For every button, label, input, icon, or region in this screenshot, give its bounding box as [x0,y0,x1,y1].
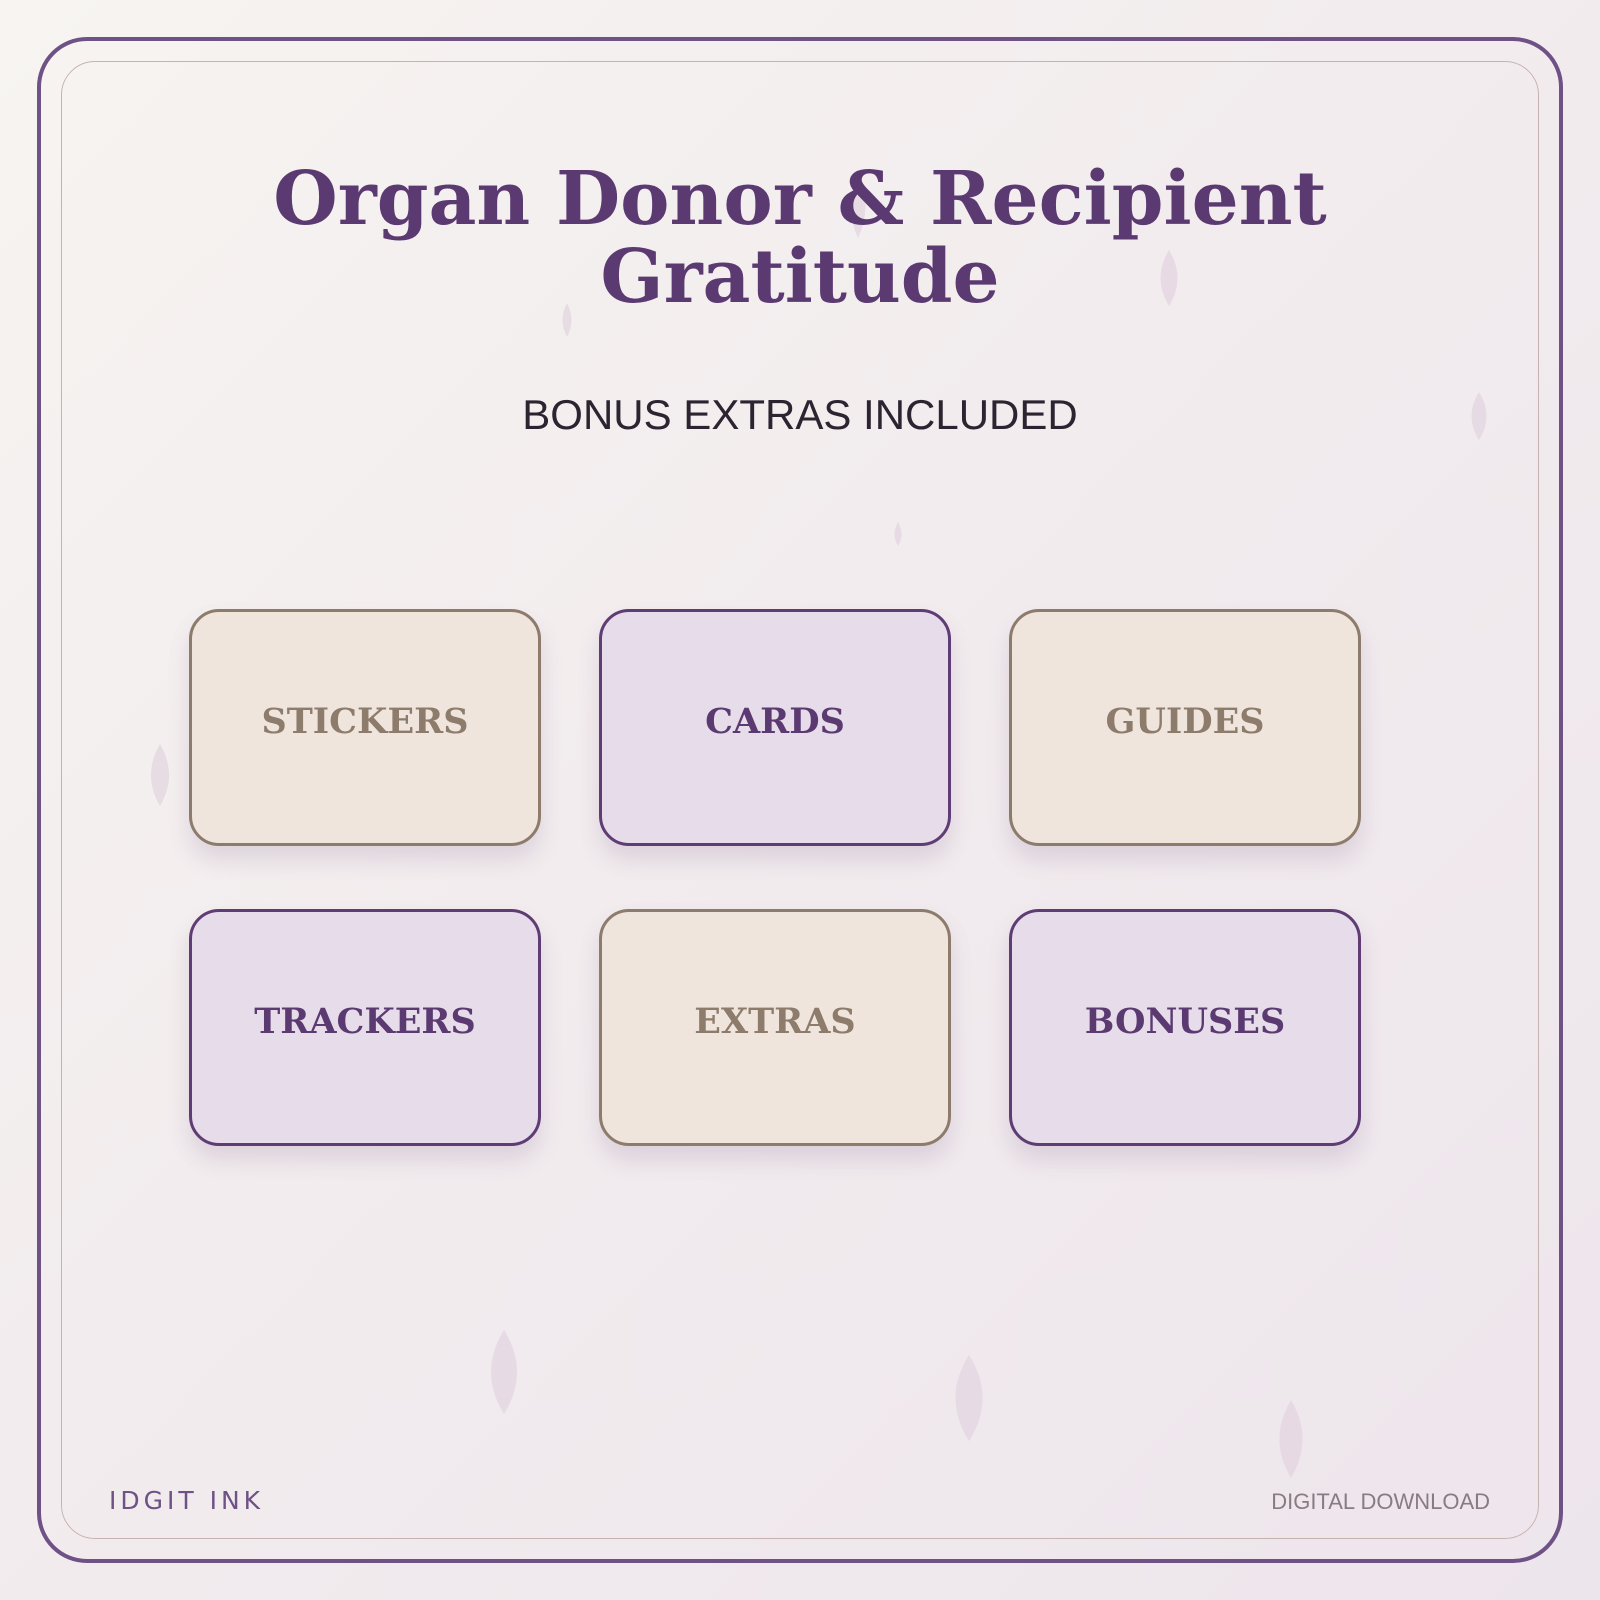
card-label: GUIDES [1105,701,1265,742]
brand-name: IDGIT INK [109,1486,265,1515]
page-title: Organ Donor & Recipient Gratitude [273,156,1327,320]
outer-frame [37,37,1563,1563]
petal-icon [850,172,866,238]
petal-icon [955,1355,983,1441]
card-label: BONUSES [1084,1001,1286,1042]
card-cards[interactable]: CARDS [599,609,951,846]
card-label: CARDS [705,701,845,742]
petal-icon [491,1330,517,1414]
petal-icon [1160,250,1178,306]
petal-icon [894,522,902,546]
card-stickers[interactable]: STICKERS [189,609,541,846]
card-trackers[interactable]: TRACKERS [189,909,541,1146]
card-guides[interactable]: GUIDES [1009,609,1361,846]
digital-download-label: DIGITAL DOWNLOAD [1271,1489,1490,1514]
card-label: TRACKERS [254,1001,476,1042]
page-subtitle: BONUS EXTRAS INCLUDED [522,391,1078,438]
card-label: STICKERS [261,701,469,742]
card-label: EXTRAS [694,1001,856,1042]
petal-icon [1471,392,1487,440]
petal-icon [1279,1400,1303,1478]
petal-icon [562,303,572,337]
card-extras[interactable]: EXTRAS [599,909,951,1146]
petal-icon [151,744,169,806]
inner-frame [61,61,1539,1539]
card-bonuses[interactable]: BONUSES [1009,909,1361,1146]
